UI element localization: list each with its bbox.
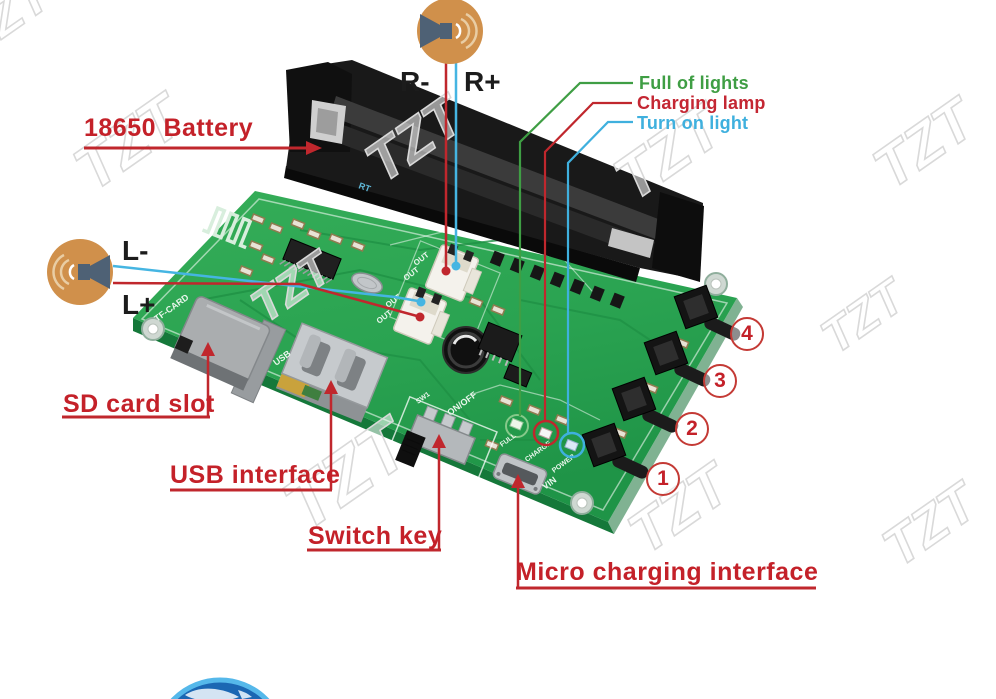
pcb-silkscreen-border: [140, 198, 729, 511]
battery-holder: RT: [284, 60, 704, 282]
sd-card-label: SD card slot: [63, 390, 215, 418]
svg-text:TZT: TZT: [812, 268, 917, 364]
mounting-holes: [141, 272, 728, 515]
battery-arrowhead: [306, 141, 322, 155]
pcb-board: OUT OUT OUT OUT TF-CARD USB: [0, 191, 743, 534]
turn-on-light-leader: [566, 120, 633, 433]
r-plus-label: R+: [464, 66, 501, 97]
sd-card-slot-hardware: [170, 296, 287, 404]
battery-contact-clip: [608, 228, 654, 258]
charging-lamp-leader: [543, 101, 632, 421]
globe-logo: [170, 677, 270, 699]
rt-marking: RT: [357, 180, 372, 194]
amplifier-chip: [477, 321, 523, 367]
right-speaker-icon: [417, 0, 483, 64]
smd-components: [238, 212, 714, 452]
usb-a-connector: [275, 322, 389, 423]
turn-on-light-label: Turn on light: [637, 113, 749, 133]
svg-text:TZT: TZT: [862, 84, 990, 201]
bluetooth-antenna: [201, 205, 253, 250]
bluetooth-chip: [279, 238, 342, 284]
l-plus-label: L+: [122, 289, 156, 320]
svg-text:TZT: TZT: [0, 0, 64, 67]
l-plus-wire: [112, 281, 418, 318]
full-lights-leader: [518, 81, 633, 416]
crystal-oscillator: [351, 272, 383, 294]
l-minus-wire: [112, 264, 419, 303]
micro-charging-label: Micro charging interface: [516, 558, 819, 586]
usb-interface-label: USB interface: [170, 461, 341, 489]
l-minus-label: L-: [122, 235, 149, 266]
charge-led-ring: [532, 419, 560, 447]
full-lights-label: Full of lights: [639, 73, 749, 93]
status-leds: [505, 414, 579, 452]
speaker-out-connectors: [392, 243, 483, 345]
svg-text:TZT: TZT: [872, 470, 991, 578]
callout-4: 4: [730, 317, 764, 351]
battery-label: 18650 Battery: [84, 114, 254, 142]
power-led-ring: [558, 431, 586, 459]
callout-2: 2: [675, 412, 709, 446]
charging-lamp-label: Charging lamp: [637, 93, 766, 113]
callout-1: 1: [646, 462, 680, 496]
r-minus-label: R-: [400, 66, 430, 97]
annotation-lines: [62, 60, 816, 590]
switch-key-label: Switch key: [308, 522, 443, 550]
tactile-buttons: [581, 284, 741, 479]
callout-3: 3: [703, 364, 737, 398]
left-speaker-icon: [47, 239, 113, 305]
